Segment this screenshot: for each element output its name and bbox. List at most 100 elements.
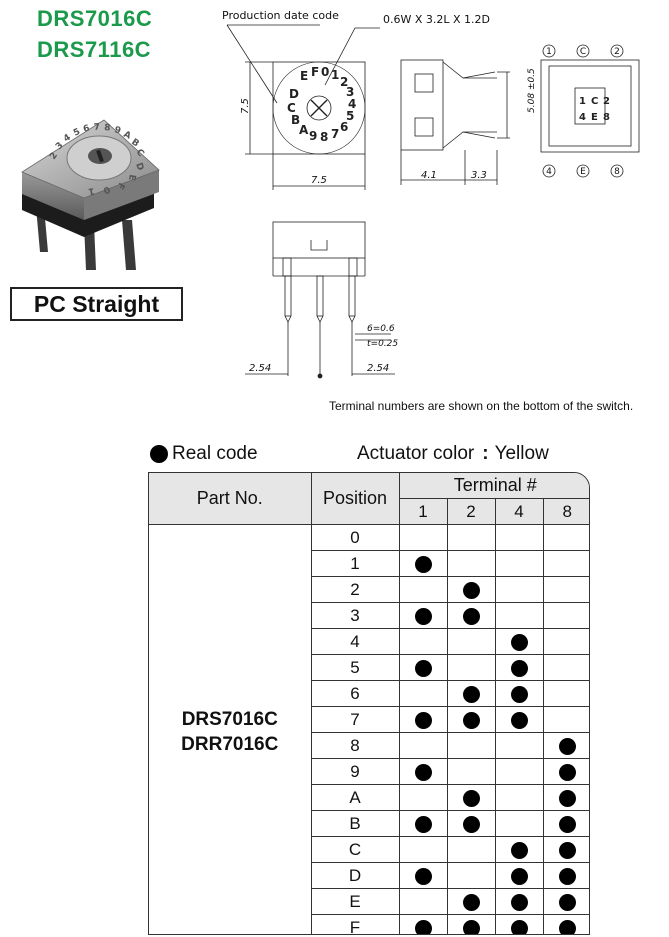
- terminal-cell: [398, 758, 448, 785]
- filled-dot-icon: [462, 919, 480, 934]
- filled-dot-icon: [414, 555, 432, 573]
- svg-text:5: 5: [346, 109, 354, 123]
- terminal-cell: [446, 524, 496, 551]
- filled-dot-icon: [510, 841, 528, 859]
- terminal-cell: [398, 862, 448, 889]
- terminal-cell: [542, 706, 589, 733]
- part-number: DRR7016C: [181, 734, 279, 756]
- actuator-colon: :: [482, 443, 489, 464]
- svg-text:5: 5: [72, 127, 82, 139]
- svg-text:8: 8: [320, 130, 328, 144]
- terminal-cell: [398, 732, 448, 759]
- real-code-legend: Real code: [150, 443, 258, 465]
- terminal-cell: [446, 628, 496, 655]
- table-row: 4: [149, 628, 589, 655]
- terminal-cell: [494, 680, 544, 707]
- dim-side-c: 5.08 ±0.5: [527, 68, 537, 113]
- terminal-cell: [446, 758, 496, 785]
- terminal-cell: [494, 810, 544, 837]
- svg-text:B: B: [129, 137, 140, 149]
- terminal-note: Terminal numbers are shown on the bottom…: [329, 399, 634, 413]
- actuator-label: Actuator color: [357, 443, 475, 464]
- terminal-cell: [446, 784, 496, 811]
- svg-text:8: 8: [104, 123, 111, 134]
- terminal-cell: [542, 888, 589, 915]
- terminal-cell: [542, 862, 589, 889]
- filled-dot-icon: [510, 867, 528, 885]
- filled-dot-icon: [414, 867, 432, 885]
- terminal-cell: [398, 524, 448, 551]
- position-cell: 8: [311, 732, 400, 759]
- terminal-cell: [446, 732, 496, 759]
- terminal-cell: [398, 550, 448, 577]
- code-table: Part No. Position Terminal # 1 2 4 8 DRS…: [148, 472, 590, 935]
- terminal-cell: [542, 810, 589, 837]
- terminal-cell: [542, 836, 589, 863]
- terminal-cell: [446, 862, 496, 889]
- terminal-cell: [494, 654, 544, 681]
- table-row: 1: [149, 550, 589, 577]
- svg-text:9: 9: [113, 125, 122, 136]
- svg-text:D: D: [289, 87, 299, 101]
- terminal-label-1: 1: [546, 47, 552, 57]
- filled-dot-icon: [414, 763, 432, 781]
- position-cell: 2: [311, 576, 400, 603]
- dim-side-a: 4.1: [421, 170, 437, 181]
- terminal-cell: [398, 784, 448, 811]
- dim-pitch-right: 2.54: [367, 363, 389, 374]
- terminal-cell: [542, 654, 589, 681]
- position-cell: E: [311, 888, 400, 915]
- terminal-cell: [542, 758, 589, 785]
- position-cell: F: [311, 914, 400, 934]
- terminal-cell: [494, 888, 544, 915]
- terminal-label-e: E: [580, 167, 586, 177]
- terminal-cell: [542, 784, 589, 811]
- filled-dot-icon: [462, 581, 480, 599]
- terminal-cell: [446, 680, 496, 707]
- position-header: Position: [310, 473, 400, 525]
- svg-text:1: 1: [87, 185, 95, 196]
- table-row: 8: [149, 732, 589, 759]
- position-cell: 5: [311, 654, 400, 681]
- filled-dot-icon: [510, 711, 528, 729]
- terminal-cell: [446, 550, 496, 577]
- svg-text:F: F: [114, 181, 126, 191]
- filled-dot-icon: [558, 815, 576, 833]
- filled-dot-icon: [510, 685, 528, 703]
- svg-text:A: A: [122, 130, 133, 142]
- terminal-cell: [542, 680, 589, 707]
- position-cell: 6: [311, 680, 400, 707]
- part-no-header: Part No.: [149, 473, 312, 525]
- terminal-cell: [542, 628, 589, 655]
- dim-height: 7.5: [240, 98, 251, 114]
- filled-dot-icon: [414, 815, 432, 833]
- position-cell: C: [311, 836, 400, 863]
- table-row: 3: [149, 602, 589, 629]
- svg-text:9: 9: [309, 129, 317, 143]
- dim-side-b: 3.3: [471, 170, 487, 181]
- terminal-cell: [542, 602, 589, 629]
- dim-width: 7.5: [311, 175, 327, 186]
- position-cell: 1: [311, 550, 400, 577]
- terminal-8-header: 8: [542, 498, 589, 525]
- terminal-cell: [494, 524, 544, 551]
- terminal-cell: [398, 654, 448, 681]
- terminal-cell: [494, 602, 544, 629]
- svg-text:4: 4: [348, 97, 356, 111]
- terminal-cell: [494, 550, 544, 577]
- terminal-cell: [398, 836, 448, 863]
- filled-dot-icon: [462, 711, 480, 729]
- dim-pin-thickness: t=0.25: [367, 339, 398, 349]
- table-row: 7: [149, 706, 589, 733]
- pin-spec-label: 0.6W X 3.2L X 1.2D: [383, 13, 490, 26]
- terminal-cell: [542, 550, 589, 577]
- terminal-cell: [494, 628, 544, 655]
- svg-text:C: C: [134, 148, 146, 160]
- terminal-label-8: 8: [614, 167, 620, 177]
- svg-text:2: 2: [48, 151, 60, 162]
- filled-dot-icon: [510, 633, 528, 651]
- filled-dot-icon: [558, 893, 576, 911]
- svg-text:E: E: [300, 69, 308, 83]
- terminal-header: Terminal #: [398, 473, 589, 499]
- position-cell: A: [311, 784, 400, 811]
